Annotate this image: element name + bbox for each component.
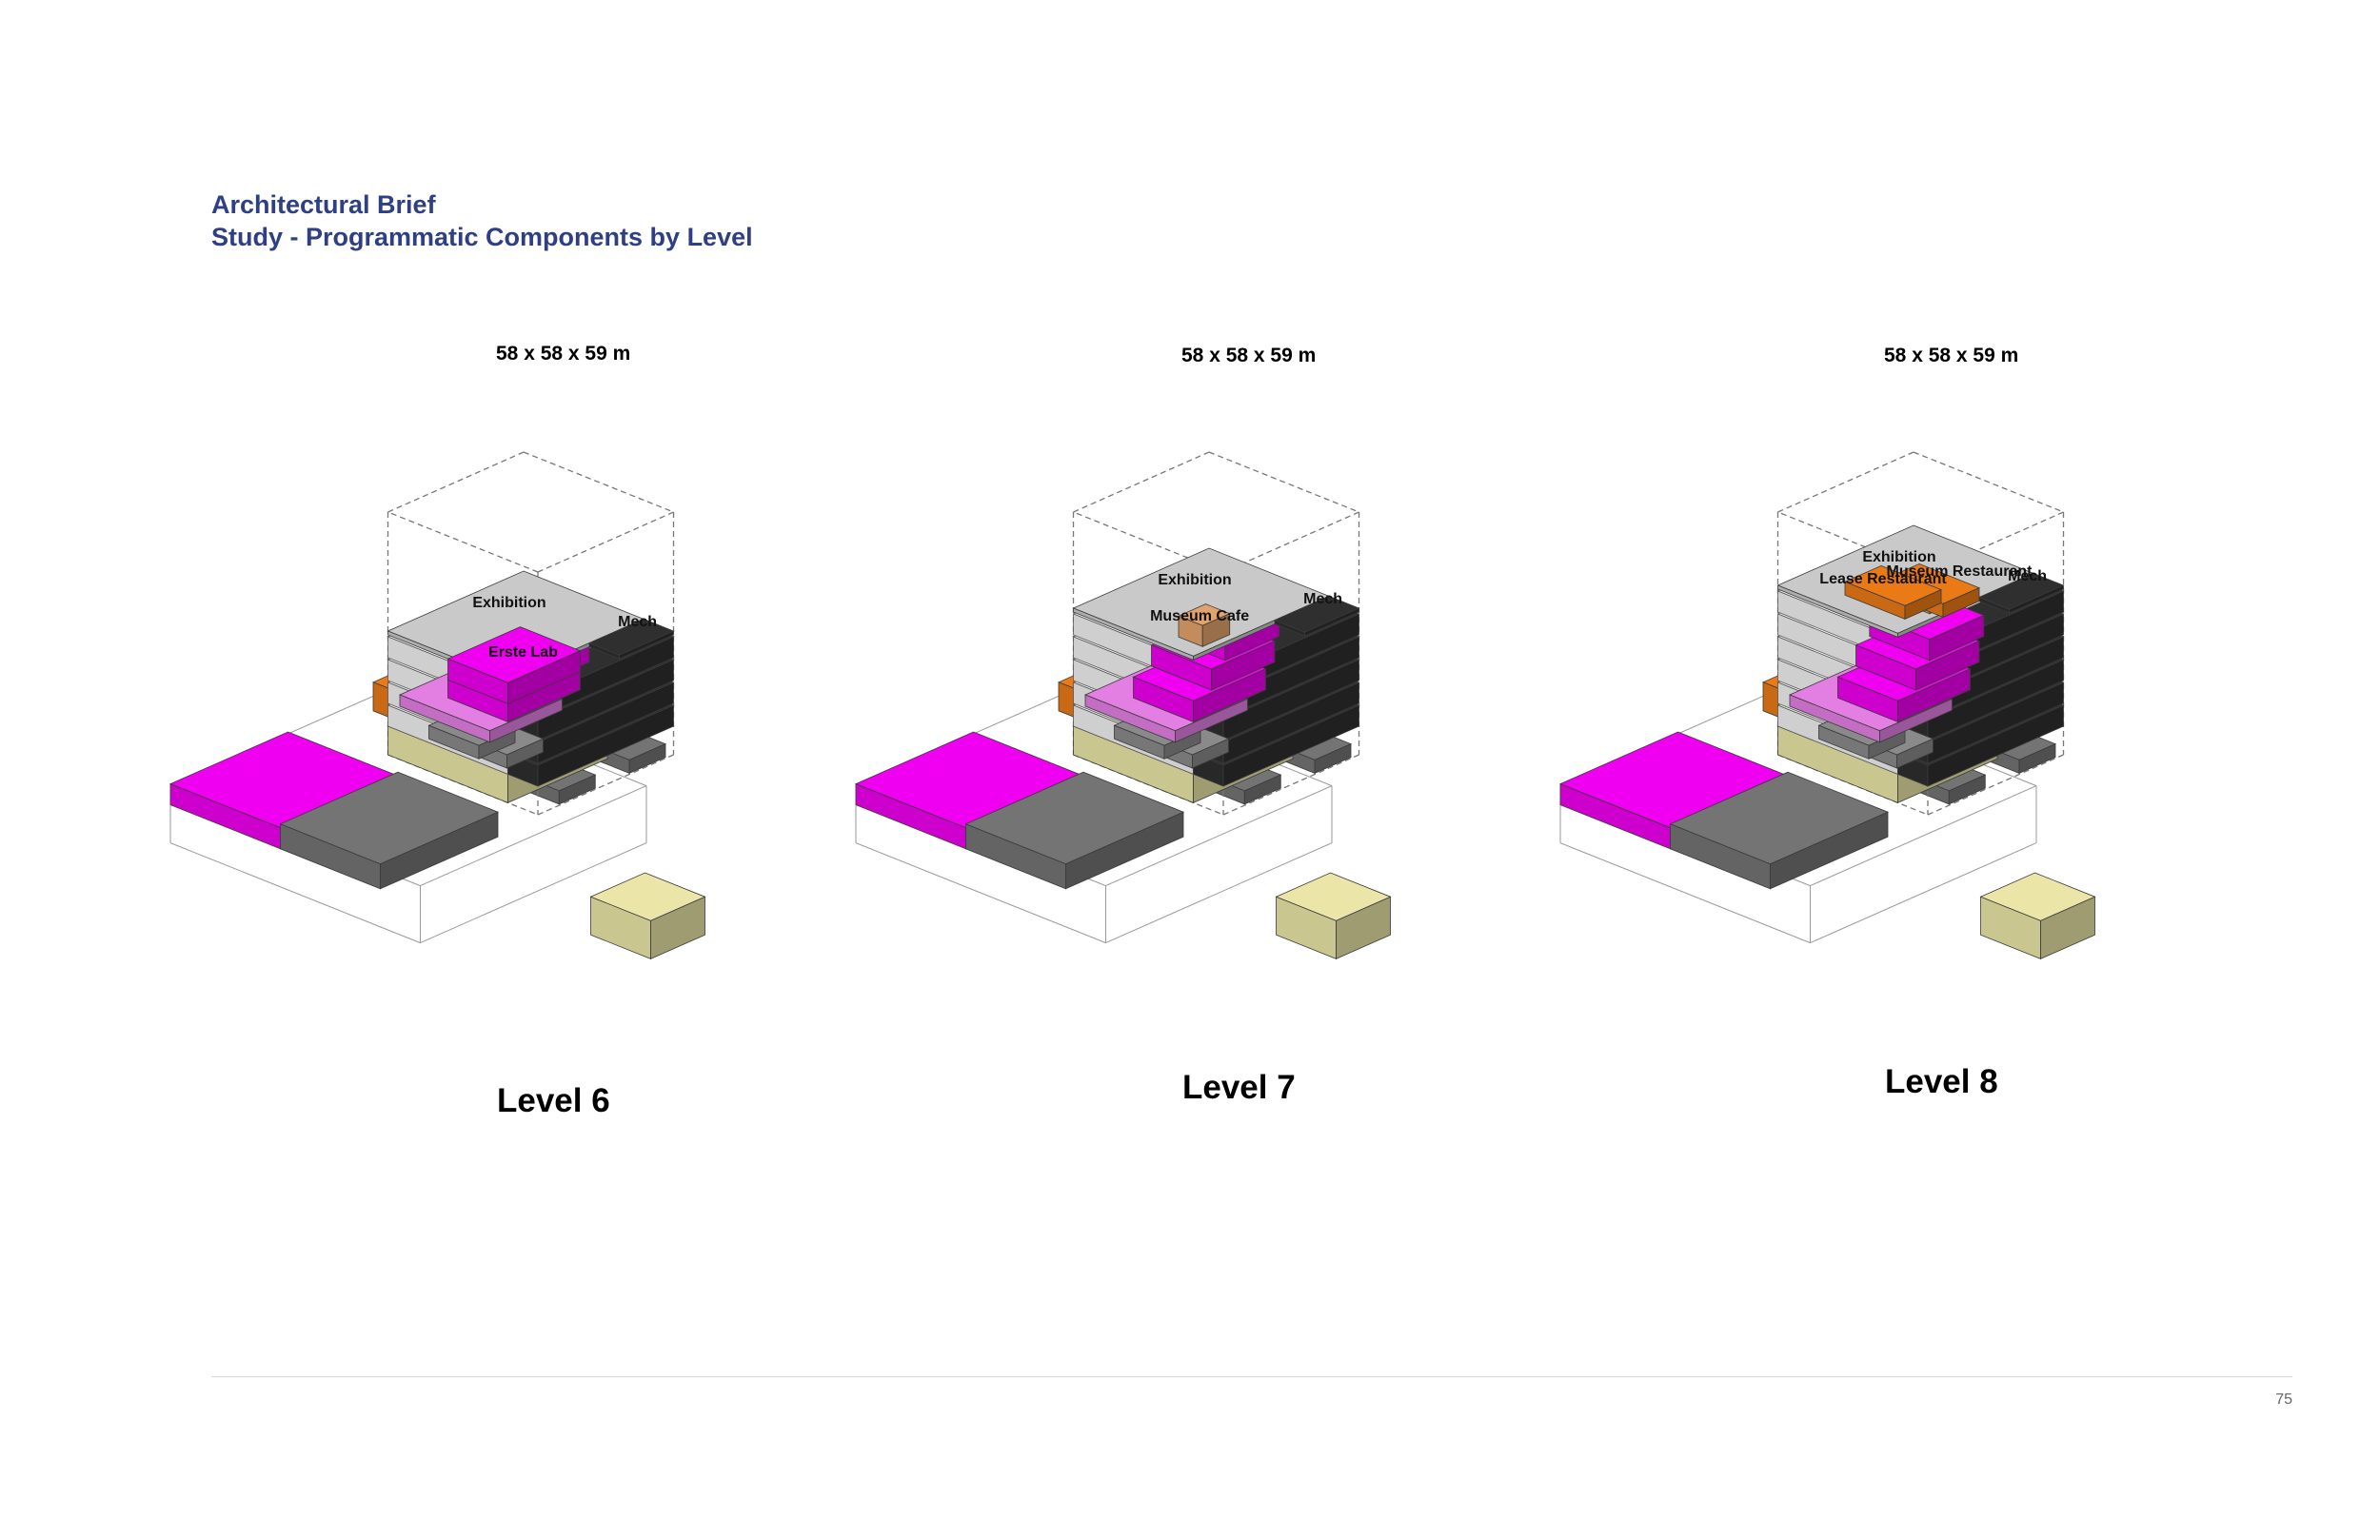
erste-lab-block (446, 626, 582, 705)
page-subtitle: Study - Programmatic Components by Level (211, 223, 753, 251)
lease-restaurant-block-side-face (1904, 588, 1942, 621)
mech-roof (1273, 595, 1360, 637)
podium-outline-edge (1810, 785, 2037, 887)
podium-grey-block-side-face (1065, 811, 1184, 890)
gallery-pink-bar-side-face (1879, 698, 1953, 743)
magenta-volume-b-side-face (1211, 640, 1276, 691)
tower-envelope-edge (523, 451, 674, 513)
level-8-dimensions: 58 x 58 x 59 m (1884, 345, 2019, 366)
podium-outline-edge (855, 842, 1106, 944)
museum-restaurant-label: Museum Restaurant (1887, 563, 2033, 580)
tower-envelope-edge (1208, 451, 1359, 513)
podium-outline-edge (1810, 842, 2037, 944)
pavilion-block-side-face (1336, 896, 1391, 960)
page-header: Architectural Brief Study - Programmatic… (211, 188, 753, 253)
service-block-a-side-face (2018, 742, 2056, 775)
lease-restaurant-block (1843, 564, 1943, 621)
podium-grey-block (279, 771, 500, 890)
podium-outline-edge (1559, 842, 1811, 944)
magenta-volume-c-side-face (1929, 614, 1985, 661)
tower-envelope-edge (1073, 451, 1210, 513)
tower-envelope-edge (1222, 754, 1359, 816)
mech-core-2-side-face (1222, 681, 1359, 764)
service-block-b-side-face (1948, 774, 1986, 805)
service-block-a-side-face (1314, 742, 1352, 775)
podium-outline-edge (1105, 842, 1333, 944)
mech-roof-side-face (1304, 607, 1359, 637)
mech-core-2-side-face (1927, 681, 2064, 764)
step-grey-a-side-face (1896, 738, 1934, 769)
tower-envelope-edge (537, 754, 674, 816)
mech-core-2-side-face (537, 681, 674, 764)
step-grey-a-side-face (1192, 738, 1229, 769)
podium-outline-edge (420, 785, 647, 887)
podium-grey-block (1669, 771, 1890, 890)
page-title: Architectural Brief (211, 190, 436, 219)
service-block-b-side-face (1243, 774, 1281, 805)
magenta-volume-a-side-face (1193, 668, 1266, 723)
mech-label: Mech (618, 614, 657, 630)
service-block-a-side-face (628, 742, 666, 775)
mech-core-1-side-face (1927, 704, 2064, 787)
mech-roof-side-face (2009, 584, 2064, 614)
gallery-pink-bar-side-face (1175, 698, 1248, 743)
podium-outline-edge (1105, 785, 1333, 887)
mech-roof (587, 618, 675, 660)
museum-cafe-block-side-face (1201, 613, 1231, 647)
museum-restaurant-block-side-face (1942, 586, 1980, 619)
level-6-dimensions: 58 x 58 x 59 m (496, 343, 631, 365)
step-grey-a-side-face (506, 738, 544, 769)
magenta-volume-a-side-face (1897, 668, 1971, 723)
mech-label: Mech (2008, 568, 2047, 584)
exhibition-label: Exhibition (472, 595, 545, 611)
footer-divider (211, 1376, 2292, 1377)
magenta-volume-b-side-face (1915, 640, 1980, 691)
tower-envelope-edge (537, 511, 674, 573)
pavilion-block (1275, 872, 1392, 960)
museum-cafe-block (1177, 603, 1231, 647)
gallery-pink-bar-side-face (489, 698, 563, 743)
tower-envelope-edge (387, 451, 525, 513)
pavilion-block-side-face (650, 896, 705, 960)
pavilion-block-side-face (2040, 896, 2095, 960)
podium-outline-edge (169, 842, 421, 944)
mech-label: Mech (1303, 591, 1342, 607)
tower-envelope-edge (1913, 451, 2064, 513)
podium-grey-block-side-face (1770, 811, 1889, 890)
museum-cafe-label: Museum Cafe (1150, 608, 1249, 624)
tower-envelope-edge (1073, 511, 1224, 573)
lease-restaurant-label: Lease Restaurant (1819, 571, 1947, 587)
mech-core-1-side-face (1222, 704, 1359, 787)
level-8-title: Level 8 (1885, 1063, 1998, 1100)
mech-roof (1977, 572, 2065, 614)
mech-core-1-side-face (537, 704, 674, 787)
erste-lab-block-side-face (507, 650, 581, 705)
pavilion-block (1979, 872, 2096, 960)
exhibition-label: Exhibition (1158, 572, 1231, 588)
service-block-b-side-face (558, 774, 596, 805)
exhibition-label: Exhibition (1862, 549, 1935, 565)
level-7-dimensions: 58 x 58 x 59 m (1181, 345, 1317, 366)
level-6-title: Level 6 (497, 1082, 610, 1119)
tower-envelope-edge (387, 511, 539, 573)
tower-envelope-edge (1777, 451, 1914, 513)
page-number: 75 (2275, 1392, 2292, 1408)
podium-grey-block (964, 771, 1185, 890)
tower-envelope-edge (1927, 511, 2064, 573)
tower-envelope-edge (1222, 511, 1359, 573)
tower-envelope-edge (1777, 511, 1929, 573)
pavilion-block (589, 872, 706, 960)
level-7-title: Level 7 (1182, 1069, 1296, 1106)
mech-roof-side-face (619, 630, 674, 660)
erste-lab-label: Erste Lab (488, 644, 558, 661)
tower-envelope-edge (1927, 754, 2064, 816)
podium-grey-block-side-face (380, 811, 499, 890)
podium-outline-edge (420, 842, 647, 944)
